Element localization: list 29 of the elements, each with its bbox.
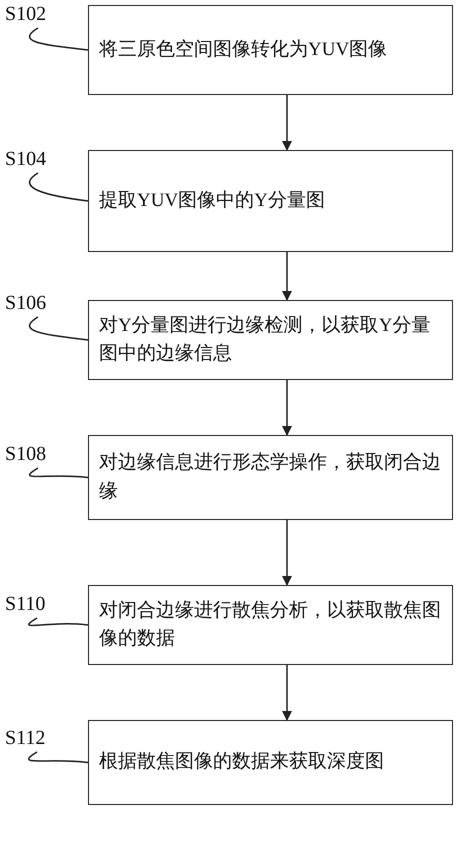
step-label: S110: [5, 593, 46, 616]
step-label: S106: [5, 292, 46, 315]
step-text: 对边缘信息进行形态学操作，获取闭合边缘: [99, 451, 442, 504]
process-box: [88, 435, 453, 520]
leader-line: [28, 751, 88, 764]
step-text: 对闭合边缘进行散焦分析，以获取散焦图像的数据: [99, 598, 442, 651]
arrow: [282, 380, 292, 436]
step-label: S104: [5, 148, 46, 171]
arrow: [282, 665, 292, 721]
step-label: S108: [5, 443, 46, 466]
process-box: [88, 300, 453, 380]
leader-line: [28, 172, 88, 202]
arrow: [282, 95, 292, 151]
step-text: 将三原色空间图像转化为YUV图像: [99, 38, 388, 62]
arrow: [282, 252, 292, 301]
step-text: 根据散焦图像的数据来获取深度图: [99, 750, 384, 774]
process-box: [88, 150, 453, 252]
leader-line: [29, 316, 88, 341]
process-box: [88, 5, 453, 95]
leader-line: [28, 617, 88, 626]
process-box: [88, 585, 453, 665]
step-label: S112: [5, 727, 46, 750]
step-text: 提取YUV图像中的Y分量图: [99, 188, 325, 213]
leader-line: [29, 467, 88, 478]
leader-line: [29, 27, 88, 51]
step-text: 对Y分量图进行边缘检测，以获取Y分量图中的边缘信息: [99, 314, 432, 366]
process-box: [88, 720, 453, 805]
step-label: S102: [5, 3, 46, 26]
arrow: [282, 520, 292, 586]
